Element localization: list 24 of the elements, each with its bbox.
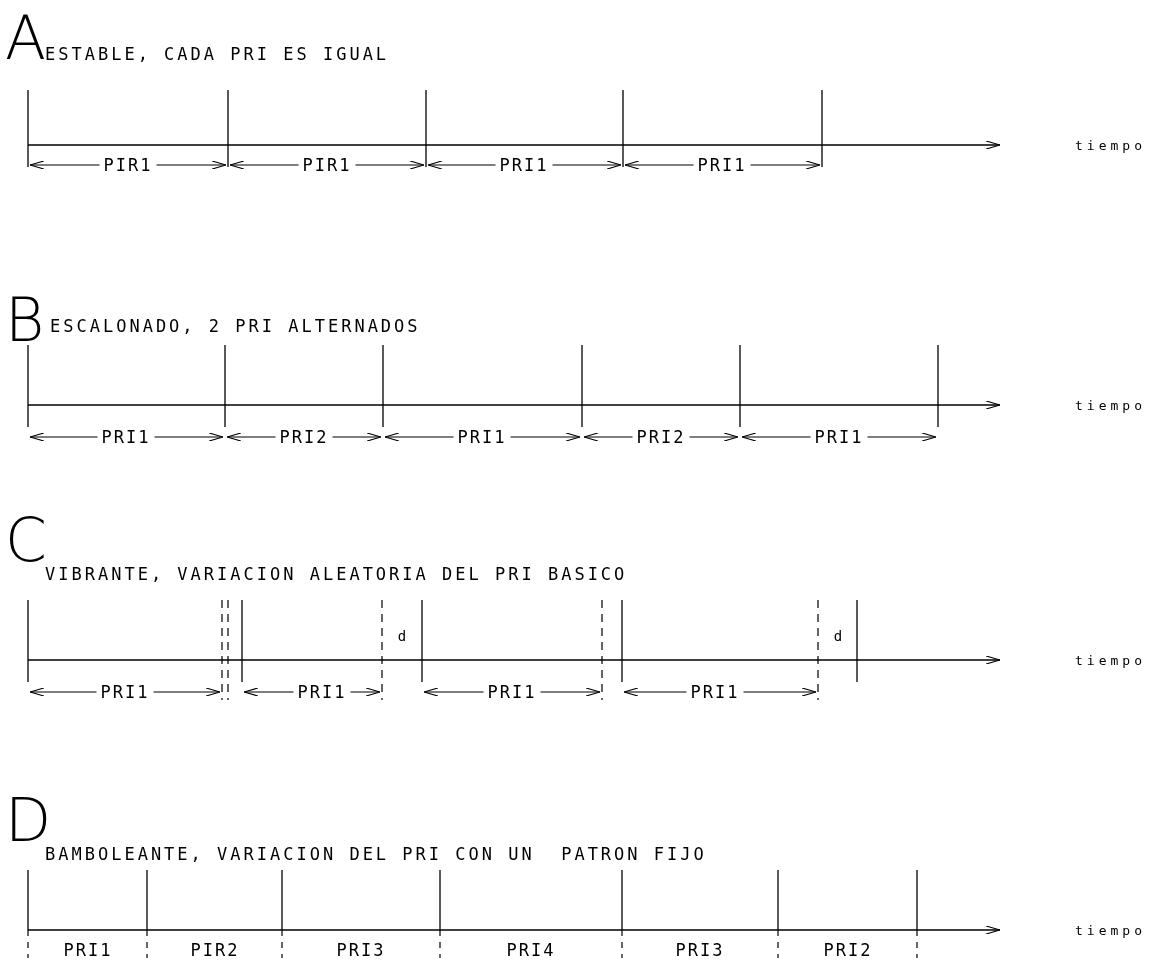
interval-label: PIR1 <box>298 156 356 174</box>
delay-label: d <box>397 629 407 643</box>
interval-label: PRI1 <box>686 683 744 701</box>
axis-label: tiempo <box>1075 398 1146 412</box>
interval-label: PRI2 <box>275 428 333 446</box>
section-title: ESTABLE, CADA PRI ES IGUAL <box>45 46 390 63</box>
interval-label: PRI1 <box>453 428 511 446</box>
interval-label: PRI1 <box>97 428 155 446</box>
interval-label: PRI1 <box>483 683 541 701</box>
interval-label: PRI1 <box>810 428 868 446</box>
axis-label: tiempo <box>1075 653 1146 667</box>
axis-label: tiempo <box>1075 138 1146 152</box>
interval-label: PRI2 <box>632 428 690 446</box>
delay-label: d <box>833 629 843 643</box>
interval-label: PRI1 <box>96 683 154 701</box>
interval-label: PRI1 <box>693 156 751 174</box>
section-title: VIBRANTE, VARIACION ALEATORIA DEL PRI BASICO <box>45 566 628 583</box>
interval-label: PIR1 <box>99 156 157 174</box>
interval-label: PRI1 <box>495 156 553 174</box>
section-title: ESCALONADO, 2 PRI ALTERNADOS <box>50 318 421 335</box>
axis-label: tiempo <box>1075 923 1146 937</box>
section-letter: A <box>5 8 47 68</box>
section-letter: B <box>5 290 45 350</box>
interval-label: PRI1 <box>293 683 351 701</box>
